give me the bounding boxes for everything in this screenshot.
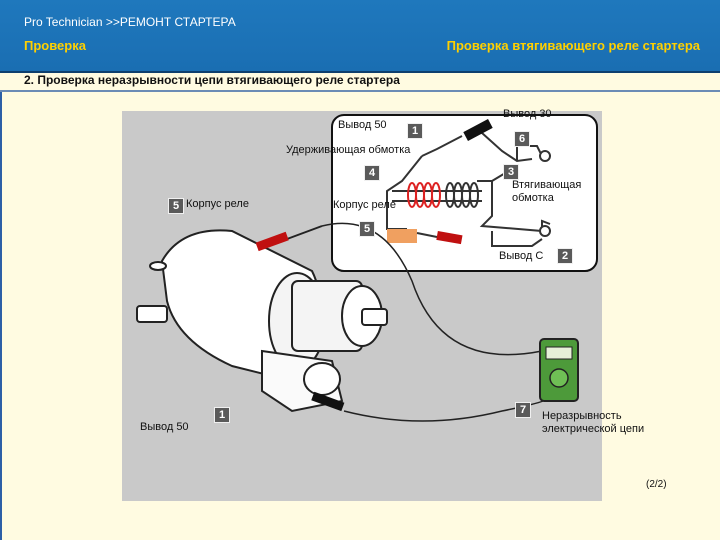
badge-2: 2 [557,248,573,264]
left-border [0,92,2,540]
starter-body [136,229,388,413]
badge-1-top: 1 [407,123,423,139]
label-terminal-c: Вывод С [499,250,544,262]
header-bar: Pro Technician >>РЕМОНТ СТАРТЕРА Проверк… [0,0,720,73]
label-terminal-30: Вывод 30 [503,108,552,120]
badge-1-bottom: 1 [214,407,230,423]
badge-7: 7 [515,402,531,418]
hold-coil [407,182,441,208]
starter-relay-illustration: Вывод 50 Вывод 30 Удерживающая обмотка В… [122,108,644,501]
section-title: Проверка [24,38,86,53]
label-relay-body-inset: Корпус реле [333,199,396,211]
badge-5-left: 5 [168,198,184,214]
badge-6: 6 [514,131,530,147]
page-subtitle: Проверка втягивающего реле стартера [446,38,700,53]
illustration-svg [136,114,598,422]
badge-4: 4 [364,165,380,181]
multimeter [539,338,579,402]
breadcrumb[interactable]: Pro Technician >>РЕМОНТ СТАРТЕРА [24,15,236,29]
step-title: 2. Проверка неразрывности цепи втягивающ… [24,73,400,87]
label-continuity: Неразрывность электрической цепи [542,410,645,435]
label-terminal-50-top: Вывод 50 [338,119,387,131]
badge-5-inset: 5 [359,221,375,237]
badge-3: 3 [503,164,519,180]
label-terminal-50-bottom: Вывод 50 [140,421,189,433]
label-relay-body-left: Корпус реле [186,198,249,210]
pull-coil [445,182,479,208]
header-divider [0,90,720,92]
label-pull-coil: Втягивающая обмотка [512,179,582,204]
label-hold-coil: Удерживающая обмотка [286,144,411,156]
page-number: (2/2) [646,479,667,490]
